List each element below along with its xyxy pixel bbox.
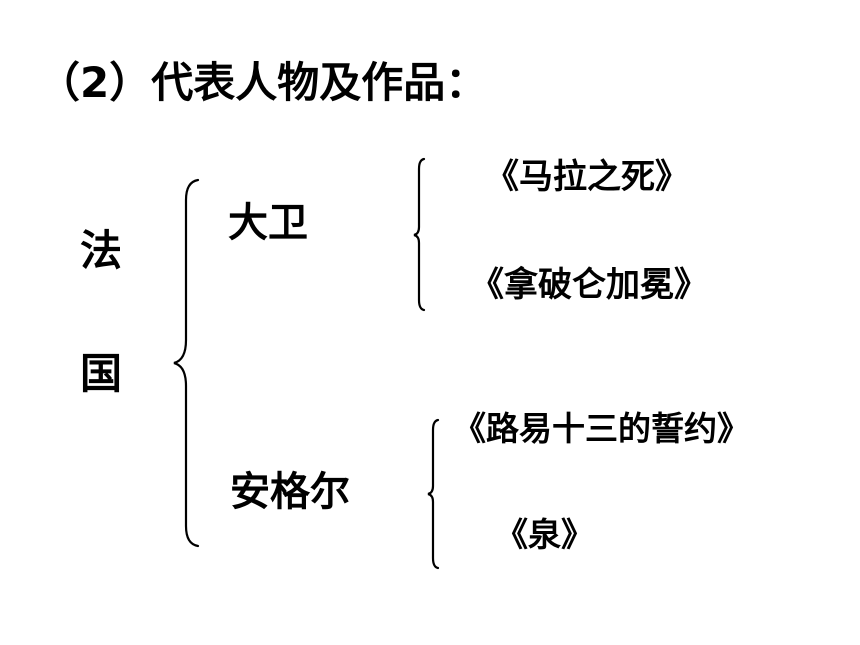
- david-works-brace: [413, 157, 426, 312]
- artist-name-david: 大卫: [228, 200, 308, 246]
- country-char-2: 国: [80, 349, 123, 398]
- main-brace: [173, 178, 200, 548]
- page-title: （2）代表人物及作品：: [38, 58, 488, 107]
- ingres-works-brace: [427, 418, 440, 570]
- work-vow-of-louis-xiii: 《路易十三的誓约》: [453, 409, 750, 448]
- artist-name-ingres: 安格尔: [230, 469, 350, 515]
- work-the-source: 《泉》: [495, 515, 594, 554]
- work-death-of-marat: 《马拉之死》: [485, 157, 689, 197]
- country-char-1: 法: [80, 226, 123, 275]
- work-coronation-of-napoleon: 《拿破仑加冕》: [470, 265, 708, 305]
